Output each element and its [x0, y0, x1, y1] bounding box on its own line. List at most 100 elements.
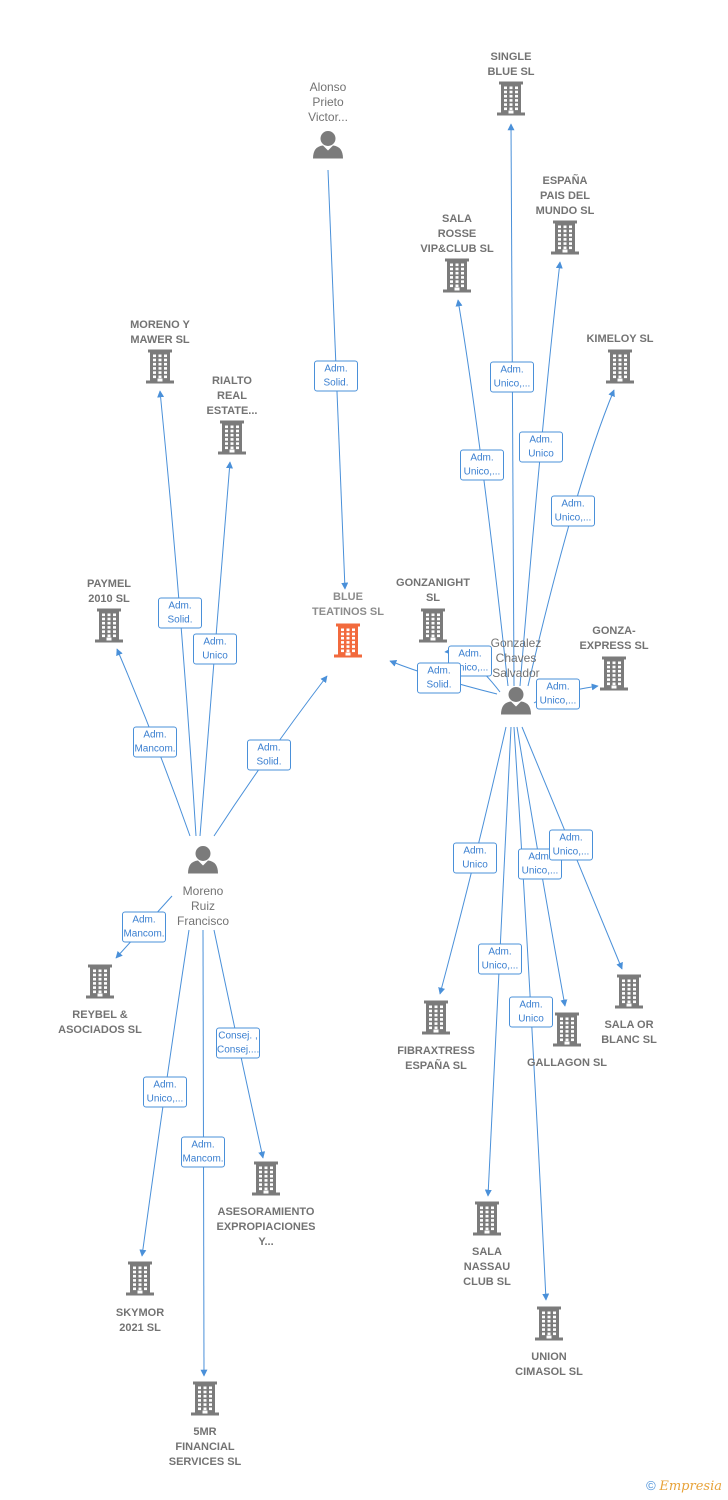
edge-role-badge[interactable]: Adm.Mancom. [133, 726, 177, 758]
edge-role-badge[interactable]: Adm.Solid. [314, 360, 358, 392]
edge-role-badge[interactable]: Adm.Unico [453, 842, 497, 874]
building-icon[interactable] [95, 608, 123, 648]
edge-role-badge[interactable]: Adm.Solid. [247, 739, 291, 771]
node-label-line: REAL [217, 390, 247, 402]
person-icon[interactable] [501, 687, 531, 720]
node-label-line: PAYMEL [86, 578, 132, 590]
brand-logo[interactable]: Empresia [659, 1479, 722, 1494]
edge-role-badge[interactable]: Adm.Mancom. [181, 1136, 225, 1168]
badge-line: Unico,... [146, 1093, 184, 1105]
node-label-line: 2010 SL [88, 593, 130, 605]
node-label-line: UNION [531, 1351, 567, 1363]
edge-role-badge[interactable]: Adm.Unico,... [536, 678, 580, 710]
edge-role-badge[interactable]: Adm. Unico,... [490, 361, 534, 393]
building-icon[interactable] [553, 1012, 581, 1052]
building-icon[interactable] [191, 1381, 219, 1421]
building-icon[interactable] [615, 974, 643, 1014]
badge-line: Adm. [519, 999, 543, 1011]
badge-line: Adm. [470, 452, 494, 464]
badge-line: Adm. [324, 363, 348, 375]
badge-line: Unico,... [463, 466, 501, 478]
building-icon[interactable] [334, 623, 362, 663]
badge-line: Adm. [458, 648, 482, 660]
node-label-paymel[interactable]: PAYMEL 2010 SL [87, 577, 131, 607]
badge-line: Unico [528, 448, 554, 460]
building-icon[interactable] [473, 1201, 501, 1241]
edge-role-badge[interactable]: Adm.Solid. [158, 597, 202, 629]
building-icon[interactable] [86, 964, 114, 1004]
badge-line: Adm. [500, 364, 524, 376]
building-icon[interactable] [606, 349, 634, 389]
building-icon[interactable] [252, 1161, 280, 1201]
edges-layer [115, 123, 623, 1377]
node-label-kimeloy[interactable]: KIMELOY SL [586, 332, 653, 347]
badge-line: Adm. [427, 665, 451, 677]
building-icon[interactable] [419, 608, 447, 648]
building-icon[interactable] [218, 420, 246, 460]
edge-role-badge[interactable]: Adm.Mancom. [122, 911, 166, 943]
building-icon[interactable] [126, 1261, 154, 1301]
node-label-line: GALLAGON SL [526, 1057, 608, 1069]
edge-role-badge[interactable]: Adm. Unico,... [460, 449, 504, 481]
edge-role-badge[interactable]: Adm.Unico [193, 633, 237, 665]
badge-line: Mancom. [123, 928, 165, 940]
person-icon[interactable] [313, 131, 343, 164]
edge-gonzalez-sala_rosse [455, 299, 509, 687]
edge-role-badge[interactable]: Consej. ,Consej.... [216, 1027, 260, 1059]
node-label-line: MUNDO SL [535, 205, 595, 217]
node-label-line: SINGLE [490, 51, 532, 63]
badge-line: Adm. [153, 1079, 177, 1091]
edge-role-badge[interactable]: Adm. Unico,... [551, 495, 595, 527]
edge-role-badge[interactable]: Adm.Unico [519, 431, 563, 463]
edge-role-badge[interactable]: Adm.Unico,... [478, 943, 522, 975]
node-label-line: VIP&CLUB SL [420, 243, 494, 255]
person-icon[interactable] [188, 846, 218, 879]
building-icon[interactable] [600, 656, 628, 696]
node-label-line: SL [425, 592, 441, 604]
edge-role-badge[interactable]: Adm.Unico,... [518, 848, 562, 880]
edge-role-badge[interactable]: Adm. Solid. [417, 662, 461, 694]
building-icon[interactable] [551, 220, 579, 260]
node-label-line: Y... [258, 1236, 274, 1248]
node-label-gonza_express[interactable]: GONZA-EXPRESS SL [579, 624, 648, 654]
node-label-reybel[interactable]: REYBEL &ASOCIADOS SL [58, 1008, 142, 1038]
badge-line: Unico,... [493, 378, 531, 390]
node-label-line: 5MR [193, 1426, 217, 1438]
badge-line: Unico,... [554, 512, 592, 524]
building-icon[interactable] [422, 1000, 450, 1040]
building-icon[interactable] [146, 349, 174, 389]
badge-line: Solid. [426, 679, 452, 691]
building-icon[interactable] [497, 81, 525, 121]
node-label-line: ASESORAMIENTO [217, 1206, 315, 1218]
node-label-line: SALA [472, 1246, 502, 1258]
node-label-line: 2021 SL [119, 1322, 161, 1334]
building-icon[interactable] [443, 258, 471, 298]
node-label-line: GONZA- [592, 625, 636, 637]
edge-role-badge[interactable]: Adm.Unico [509, 996, 553, 1028]
node-label-line: SERVICES SL [168, 1456, 242, 1468]
edge-role-badge[interactable]: Adm.Unico,... [549, 829, 593, 861]
edge-role-badge[interactable]: Adm. Unico,... [143, 1076, 187, 1108]
badge-line: Adm. [191, 1139, 215, 1151]
badge-line: Adm. [488, 946, 512, 958]
building-icon[interactable] [535, 1306, 563, 1346]
badge-line: Adm. [561, 498, 585, 510]
node-label-gallagon[interactable]: GALLAGON SL [527, 1056, 607, 1071]
